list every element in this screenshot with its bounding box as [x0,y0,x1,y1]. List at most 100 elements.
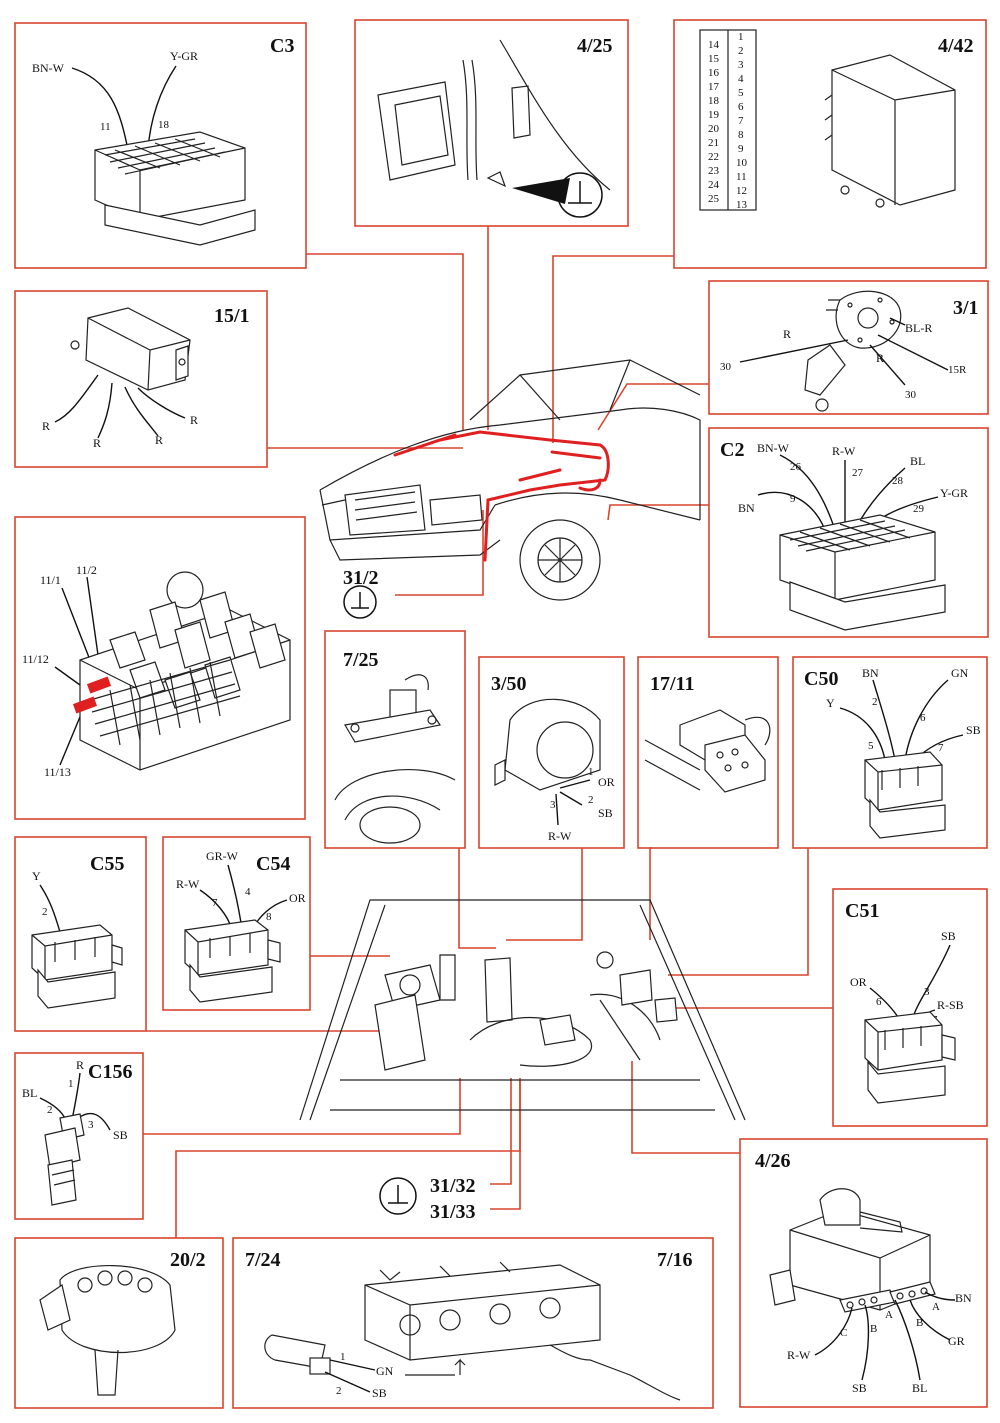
svg-text:R: R [155,433,163,447]
svg-text:Y-GR: Y-GR [940,486,968,500]
svg-text:2: 2 [588,794,594,806]
svg-text:3: 3 [738,59,744,71]
svg-text:BN-W: BN-W [757,441,790,455]
panel-3-50: 3/50 OR SB R-W 1 2 3 [478,656,625,849]
panel-4-26: 4/26 BN GR BL SB R-W A B A B C [739,1138,988,1408]
svg-text:OR: OR [289,891,306,905]
svg-text:31/32: 31/32 [430,1175,476,1197]
svg-text:R-W: R-W [832,444,856,458]
svg-text:BN: BN [955,1291,972,1305]
svg-text:1: 1 [588,766,594,778]
svg-text:9: 9 [790,493,796,505]
svg-text:24: 24 [708,179,720,191]
svg-text:5: 5 [738,87,744,99]
svg-text:R: R [76,1058,84,1072]
svg-text:R-W: R-W [176,877,200,891]
svg-text:25: 25 [708,193,720,205]
svg-text:R: R [876,351,884,365]
svg-text:3: 3 [550,799,556,811]
panel-title: C3 [270,35,294,57]
svg-text:1: 1 [738,31,744,43]
svg-text:R: R [190,413,198,427]
svg-text:OR: OR [598,775,615,789]
panel-title: 15/1 [214,305,250,327]
panel-7-24-7-16: 7/24 7/16 GN SB 1 2 [232,1237,714,1409]
ground-icon [379,1177,417,1215]
svg-text:17: 17 [708,81,720,93]
svg-text:A: A [932,1301,940,1313]
leader-lines [143,226,833,1238]
panel-title: 7/25 [343,649,379,671]
svg-text:15R: 15R [948,364,967,376]
svg-text:BL-R: BL-R [905,321,932,335]
panel-c55: C55 Y 2 [14,836,147,1032]
pin-column-right: 1 2 3 4 5 6 7 8 9 10 11 12 13 [736,31,748,211]
wire-label: Y-GR [170,49,198,63]
ground-icon [343,585,377,619]
svg-text:BL: BL [910,454,925,468]
ground-31-2: 31/2 [343,567,379,619]
panel-c51: C51 SB OR R-SB 3 6 7 [832,888,988,1127]
panel-title: C51 [845,900,879,922]
svg-text:R: R [93,436,101,450]
svg-text:BN: BN [738,501,755,515]
car-illustration [319,359,701,601]
panel-title: 3/50 [491,673,527,695]
panel-7-25: 7/25 [324,630,466,849]
svg-text:22: 22 [708,151,719,163]
svg-text:B: B [870,1323,877,1335]
svg-text:1: 1 [340,1351,346,1363]
panel-c50: C50 BN GN Y SB 2 6 5 7 [792,656,988,849]
wire-label: BN-W [32,61,65,75]
svg-text:7: 7 [738,115,744,127]
svg-text:8: 8 [266,911,272,923]
panel-c54: C54 GR-W R-W OR 4 7 8 [162,836,311,1011]
panel-3-1: 3/1 R BL-R R 30 15R 30 [708,280,989,415]
svg-text:4: 4 [738,73,744,85]
panel-4-25: 4/25 [354,19,629,227]
svg-text:10: 10 [736,157,748,169]
panel-c156: C156 R BL SB 1 2 3 [14,1052,144,1220]
svg-text:BL: BL [22,1086,37,1100]
svg-text:11/13: 11/13 [44,765,71,779]
svg-text:3: 3 [88,1119,94,1131]
svg-text:28: 28 [892,475,904,487]
panel-20-2: 20/2 [14,1237,224,1409]
panel-title: 7/24 [245,1249,281,1271]
svg-text:2: 2 [738,45,744,57]
svg-text:11/12: 11/12 [22,652,49,666]
svg-text:6: 6 [738,101,744,113]
svg-text:23: 23 [708,165,720,177]
svg-text:SB: SB [966,723,981,737]
svg-text:R: R [783,327,791,341]
pin-label: 11 [100,121,111,133]
svg-text:Y: Y [32,869,41,883]
svg-text:11/1: 11/1 [40,573,61,587]
svg-text:31/33: 31/33 [430,1201,476,1223]
panel-title: C54 [256,853,290,875]
svg-text:SB: SB [941,929,956,943]
panel-title: 4/42 [938,35,974,57]
svg-text:11: 11 [736,171,747,183]
panel-title: C156 [88,1061,132,1083]
svg-text:29: 29 [913,503,925,515]
svg-text:6: 6 [920,712,926,724]
svg-text:SB: SB [852,1381,867,1395]
svg-text:R-SB: R-SB [937,998,964,1012]
svg-text:12: 12 [736,185,747,197]
svg-text:6: 6 [876,996,882,1008]
panel-title: 20/2 [170,1249,206,1271]
svg-text:R: R [42,419,50,433]
svg-text:2: 2 [336,1385,342,1397]
panel-4-42: 4/42 14 15 16 17 18 19 20 21 22 23 24 25… [673,19,987,269]
svg-text:4: 4 [245,886,251,898]
svg-text:15: 15 [708,53,720,65]
panel-17-11: 17/11 [637,656,779,849]
panel-title: 3/1 [953,297,979,319]
svg-text:GN: GN [376,1364,394,1378]
svg-text:7: 7 [938,742,944,754]
svg-text:11/2: 11/2 [76,563,97,577]
svg-text:GR-W: GR-W [206,849,239,863]
svg-text:13: 13 [736,199,748,211]
